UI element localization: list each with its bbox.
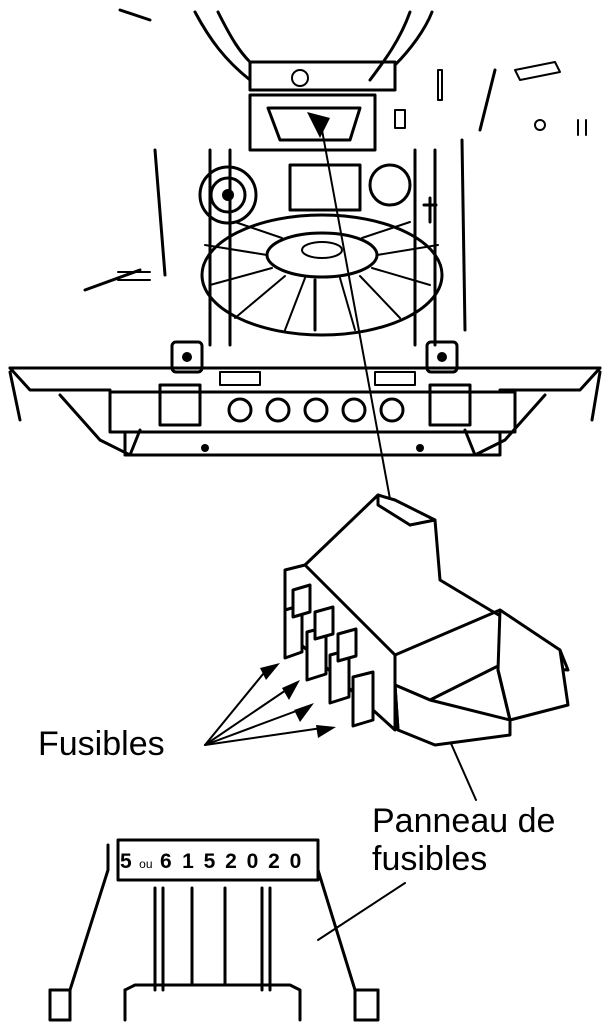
arrowhead-icon [294,703,314,722]
part-number-rest: 1 5 2 0 2 0 [182,850,301,873]
fuse-panel-front-view [48,838,380,1022]
arrowhead-icon [307,112,330,138]
part-number-digit-a: 5 [120,850,132,873]
fuse-icon [283,583,375,728]
arrowhead-icon [282,680,300,700]
mower-frame-illustration [8,8,602,457]
part-number-separator: ou [139,857,152,871]
fuse-panel-label-line1: Panneau de [372,802,555,840]
part-number-digit-b: 6 [160,850,172,873]
arrowhead-icon [316,725,336,738]
fuse-panel-3d [283,493,570,747]
arrowhead-icon [260,663,280,680]
fuse-panel-label-line2: fusibles [372,840,487,878]
fuses-label: Fusibles [38,725,165,763]
part-number: 5 ou 6 1 5 2 0 2 0 [120,850,301,873]
